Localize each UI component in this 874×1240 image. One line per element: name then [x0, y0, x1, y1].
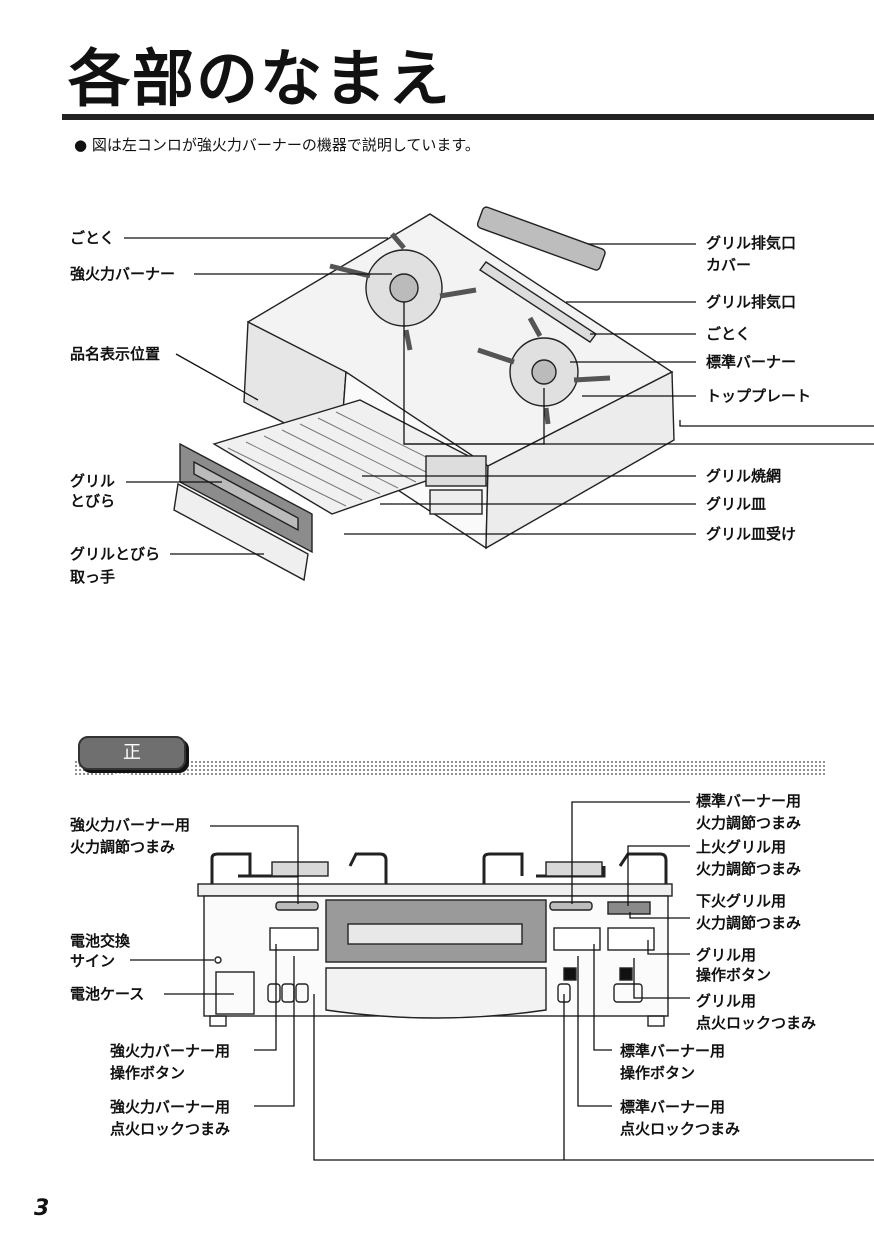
front-grill-handle — [325, 967, 547, 1019]
label-strong-burner: 強火力バーナー — [70, 265, 176, 283]
label-strong-button-2: 操作ボタン — [110, 1064, 186, 1082]
gotoku-right-shape — [477, 316, 611, 425]
title-underline — [62, 114, 874, 120]
label-std-lock-1: 標準バーナー用 — [620, 1098, 726, 1116]
front-grill-button — [607, 927, 655, 951]
label-grill-door-2: とびら — [70, 492, 116, 510]
page-number: 3 — [34, 1196, 50, 1221]
label-grill-button-1: グリル用 — [696, 946, 757, 964]
label-std-knob-1: 標準バーナー用 — [696, 792, 802, 810]
label-strong-lock-1: 強火力バーナー用 — [110, 1098, 231, 1116]
page-title: 各部のなまえ — [68, 42, 453, 115]
grill-exhaust-cover — [476, 206, 606, 271]
front-std-button — [553, 927, 601, 951]
label-std-button-2: 操作ボタン — [620, 1064, 696, 1082]
label-lower-grill-2: 火力調節つまみ — [696, 914, 802, 932]
front-leader-lines — [130, 801, 874, 1161]
label-lower-grill-1: 下火グリル用 — [696, 892, 787, 910]
top-leader-lines — [124, 237, 874, 555]
front-battery-sign — [214, 956, 222, 964]
grill-exhaust-slot — [478, 261, 598, 343]
label-upper-grill-1: 上火グリル用 — [696, 838, 787, 856]
label-grill-pan: グリル皿 — [706, 495, 767, 513]
front-strong-button — [269, 927, 319, 951]
front-standard-burner — [545, 861, 603, 877]
label-grill-button-2: 操作ボタン — [696, 966, 772, 984]
label-strong-knob-2: 火力調節つまみ — [70, 838, 176, 856]
front-battery-case — [215, 971, 255, 1015]
label-std-button-1: 標準バーナー用 — [620, 1042, 726, 1060]
label-battery-sign-1: 電池交換 — [70, 932, 131, 950]
label-strong-knob-1: 強火力バーナー用 — [70, 816, 191, 834]
section-title-front: 正 面 — [78, 736, 186, 793]
page-note: ● 図は左コンロが強火力バーナーの機器で説明しています。 — [74, 136, 480, 154]
label-battery-sign-2: サイン — [70, 952, 116, 970]
label-grill-lock-2: 点火ロックつまみ — [696, 1014, 817, 1032]
label-std-knob-2: 火力調節つまみ — [696, 814, 802, 832]
section-dotted-band — [74, 760, 826, 776]
label-grill-door-1: グリル — [70, 472, 116, 490]
label-grill-lock-1: グリル用 — [696, 992, 757, 1010]
front-strong-knob — [275, 901, 319, 911]
label-strong-button-1: 強火力バーナー用 — [110, 1042, 231, 1060]
stove-perspective-illustration — [173, 206, 675, 582]
front-lower-grill-knob — [607, 901, 651, 915]
label-grill-grate: グリル焼網 — [706, 467, 782, 485]
front-grill-window — [347, 923, 523, 945]
label-standard-burner: 標準バーナー — [706, 353, 797, 371]
gotoku-left-shape — [329, 232, 477, 351]
label-std-lock-2: 点火ロックつまみ — [620, 1120, 741, 1138]
label-exhaust: グリル排気口 — [706, 293, 797, 311]
label-gotoku-right: ごとく — [706, 325, 751, 343]
front-std-knob — [549, 901, 593, 911]
label-battery-case: 電池ケース — [70, 985, 145, 1003]
label-exhaust-cover-1: グリル排気口 — [706, 234, 797, 252]
front-strong-burner — [271, 861, 329, 877]
label-model-position: 品名表示位置 — [70, 345, 161, 363]
label-grill-pan-holder: グリル皿受け — [706, 525, 797, 543]
label-strong-lock-2: 点火ロックつまみ — [110, 1120, 231, 1138]
grill-handle-shape — [173, 482, 309, 582]
label-exhaust-cover-2: カバー — [706, 256, 752, 274]
label-upper-grill-2: 火力調節つまみ — [696, 860, 802, 878]
label-grill-handle-2: 取っ手 — [70, 568, 116, 586]
label-gotoku-left: ごとく — [70, 229, 115, 247]
label-top-plate: トッププレート — [706, 387, 812, 405]
stove-front-illustration — [197, 852, 673, 1027]
label-grill-handle-1: グリルとびら — [70, 545, 161, 563]
front-top-plate — [197, 883, 673, 897]
